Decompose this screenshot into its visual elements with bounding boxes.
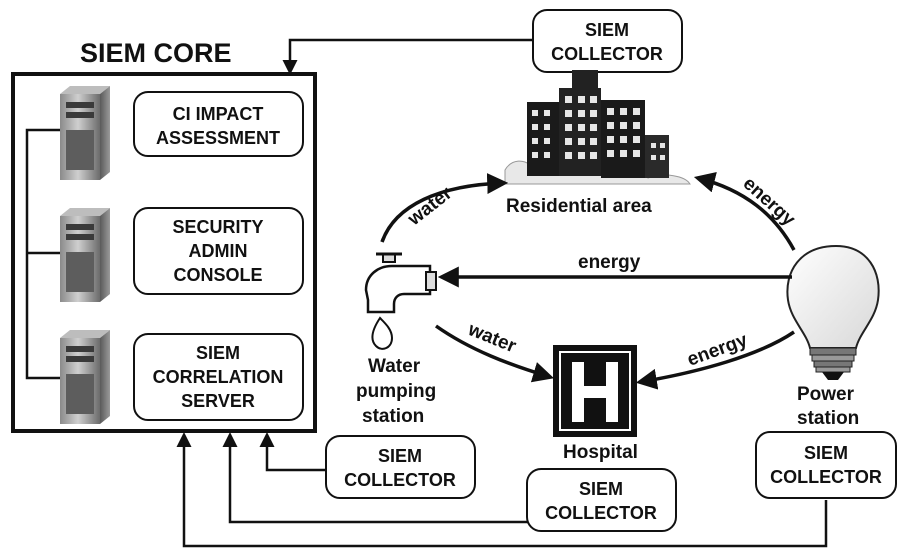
collector-link-power bbox=[176, 432, 828, 548]
light-bulb-icon bbox=[786, 244, 880, 380]
server-icon bbox=[60, 330, 110, 424]
flow-label-energy-residential: energy bbox=[739, 173, 800, 231]
siem-core-box bbox=[11, 72, 317, 433]
hospital-label: Hospital bbox=[563, 442, 638, 463]
component-label: SIEM bbox=[196, 343, 240, 363]
collector-label: SIEM bbox=[579, 479, 623, 499]
component-label: CONSOLE bbox=[173, 265, 262, 285]
water-tap-icon bbox=[364, 252, 437, 350]
siem-core-title: SIEM CORE bbox=[80, 38, 232, 68]
siem-collector-top: SIEM COLLECTOR bbox=[532, 9, 683, 73]
flow-water-to-residential bbox=[380, 173, 509, 243]
collector-label: SIEM bbox=[804, 443, 848, 463]
flow-water-to-hospital bbox=[434, 324, 555, 383]
server-icon bbox=[60, 86, 110, 180]
siem-collector-power: SIEM COLLECTOR bbox=[755, 431, 897, 499]
component-label: ASSESSMENT bbox=[156, 128, 280, 148]
collector-link-left bbox=[259, 432, 326, 472]
component-label: SERVER bbox=[181, 391, 255, 411]
collector-label: COLLECTOR bbox=[551, 44, 663, 64]
collector-label: SIEM bbox=[585, 20, 629, 40]
flow-power-to-hospital bbox=[635, 330, 795, 390]
water-station-label: Water bbox=[368, 356, 421, 377]
collector-label: COLLECTOR bbox=[545, 503, 657, 523]
component-label: ADMIN bbox=[189, 241, 248, 261]
residential-area-label: Residential area bbox=[506, 196, 652, 217]
hospital-sign-icon bbox=[553, 345, 637, 437]
security-admin-console-box: SECURITY ADMIN CONSOLE bbox=[133, 207, 304, 295]
siem-collector-water: SIEM COLLECTOR bbox=[325, 435, 476, 499]
collector-label: SIEM bbox=[378, 446, 422, 466]
server-icon bbox=[60, 208, 110, 302]
water-station-label: pumping bbox=[356, 381, 436, 402]
water-station-label: station bbox=[362, 406, 424, 427]
collector-link-top bbox=[282, 38, 533, 75]
building-icon bbox=[504, 70, 691, 185]
flow-power-to-residential bbox=[693, 171, 796, 251]
siem-correlation-server-box: SIEM CORRELATION SERVER bbox=[133, 333, 304, 421]
power-station-label: Power bbox=[797, 384, 855, 405]
component-label: CI IMPACT bbox=[173, 104, 264, 124]
component-label: SECURITY bbox=[172, 217, 263, 237]
component-label: CORRELATION bbox=[153, 367, 284, 387]
core-server-link bbox=[25, 128, 60, 380]
siem-collector-hospital: SIEM COLLECTOR bbox=[526, 468, 677, 532]
flow-label-energy-water: energy bbox=[578, 252, 641, 273]
flow-label-water-hospital: water bbox=[464, 319, 519, 358]
collector-label: COLLECTOR bbox=[344, 470, 456, 490]
collector-label: COLLECTOR bbox=[770, 467, 882, 487]
power-station-label: station bbox=[797, 408, 859, 429]
ci-impact-assessment-box: CI IMPACT ASSESSMENT bbox=[133, 91, 304, 157]
